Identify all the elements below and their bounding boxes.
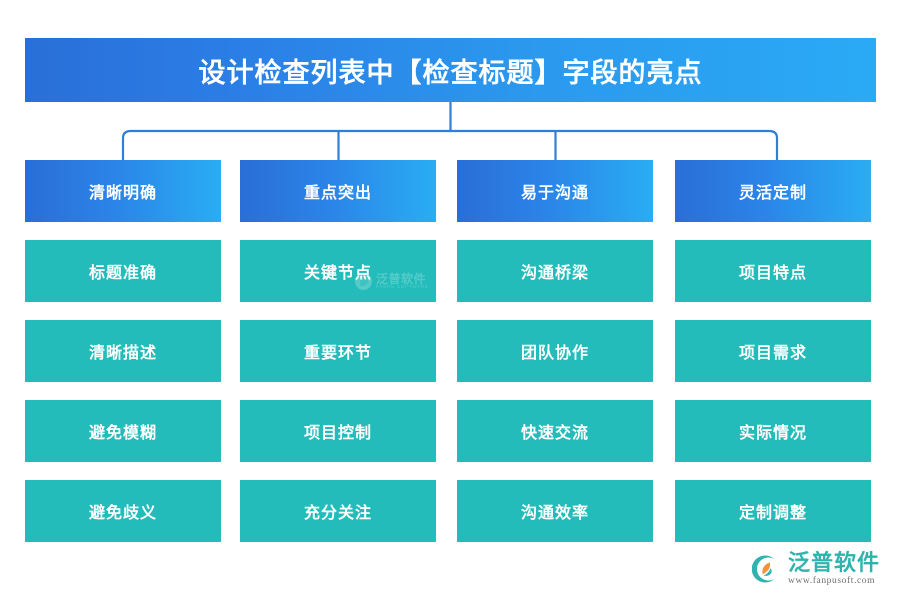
column-4-item-3[interactable]: 实际情况: [675, 400, 871, 462]
item-label: 充分关注: [303, 505, 372, 522]
item-label: 沟通桥梁: [520, 265, 589, 282]
column-1-item-3[interactable]: 避免模糊: [25, 400, 221, 462]
item-label: 标题准确: [88, 265, 157, 282]
column-1-item-4[interactable]: 避免歧义: [25, 480, 221, 542]
brand-text-block: 泛普软件 www.fanpusoft.com: [788, 552, 880, 587]
fanpu-logo-icon: [751, 554, 782, 584]
page-title: 设计检查列表中【检查标题】字段的亮点: [198, 57, 703, 88]
column-4-item-4[interactable]: 定制调整: [675, 480, 871, 542]
item-label: 沟通效率: [520, 505, 589, 522]
column-header-label: 灵活定制: [738, 185, 807, 202]
brand-logo: 泛普软件 www.fanpusoft.com: [751, 552, 880, 587]
column-2: 重点突出 关键节点 重要环节 项目控制 充分关注: [240, 160, 436, 560]
column-1: 清晰明确 标题准确 清晰描述 避免模糊 避免歧义: [25, 160, 221, 560]
item-label: 避免模糊: [88, 425, 157, 442]
item-label: 避免歧义: [88, 505, 157, 522]
item-label: 项目控制: [303, 425, 372, 442]
item-label: 团队协作: [520, 345, 589, 362]
item-label: 清晰描述: [88, 345, 157, 362]
column-1-item-2[interactable]: 清晰描述: [25, 320, 221, 382]
column-header-1[interactable]: 清晰明确: [25, 160, 221, 222]
column-header-4[interactable]: 灵活定制: [675, 160, 871, 222]
column-3-item-1[interactable]: 沟通桥梁: [457, 240, 653, 302]
column-header-3[interactable]: 易于沟通: [457, 160, 653, 222]
item-label: 快速交流: [520, 425, 589, 442]
column-header-2[interactable]: 重点突出: [240, 160, 436, 222]
column-header-label: 清晰明确: [88, 185, 157, 202]
item-label: 实际情况: [738, 425, 807, 442]
column-4-item-1[interactable]: 项目特点: [675, 240, 871, 302]
item-label: 项目需求: [738, 345, 807, 362]
column-3-item-3[interactable]: 快速交流: [457, 400, 653, 462]
item-label: 重要环节: [303, 345, 372, 362]
column-3: 易于沟通 沟通桥梁 团队协作 快速交流 沟通效率: [457, 160, 653, 560]
column-3-item-2[interactable]: 团队协作: [457, 320, 653, 382]
brand-url: www.fanpusoft.com: [788, 576, 876, 586]
item-label: 项目特点: [738, 265, 807, 282]
item-label: 定制调整: [738, 505, 807, 522]
column-3-item-4[interactable]: 沟通效率: [457, 480, 653, 542]
title-banner: 设计检查列表中【检查标题】字段的亮点: [25, 38, 876, 102]
column-2-item-2[interactable]: 重要环节: [240, 320, 436, 382]
brand-name: 泛普软件: [788, 550, 881, 575]
item-label: 关键节点: [303, 265, 372, 282]
column-2-item-4[interactable]: 充分关注: [240, 480, 436, 542]
column-4: 灵活定制 项目特点 项目需求 实际情况 定制调整: [675, 160, 871, 560]
column-2-item-3[interactable]: 项目控制: [240, 400, 436, 462]
connector-bracket: [121, 102, 779, 160]
column-header-label: 重点突出: [303, 185, 372, 202]
column-4-item-2[interactable]: 项目需求: [675, 320, 871, 382]
column-1-item-1[interactable]: 标题准确: [25, 240, 221, 302]
column-2-item-1[interactable]: 关键节点: [240, 240, 436, 302]
column-header-label: 易于沟通: [520, 185, 589, 202]
